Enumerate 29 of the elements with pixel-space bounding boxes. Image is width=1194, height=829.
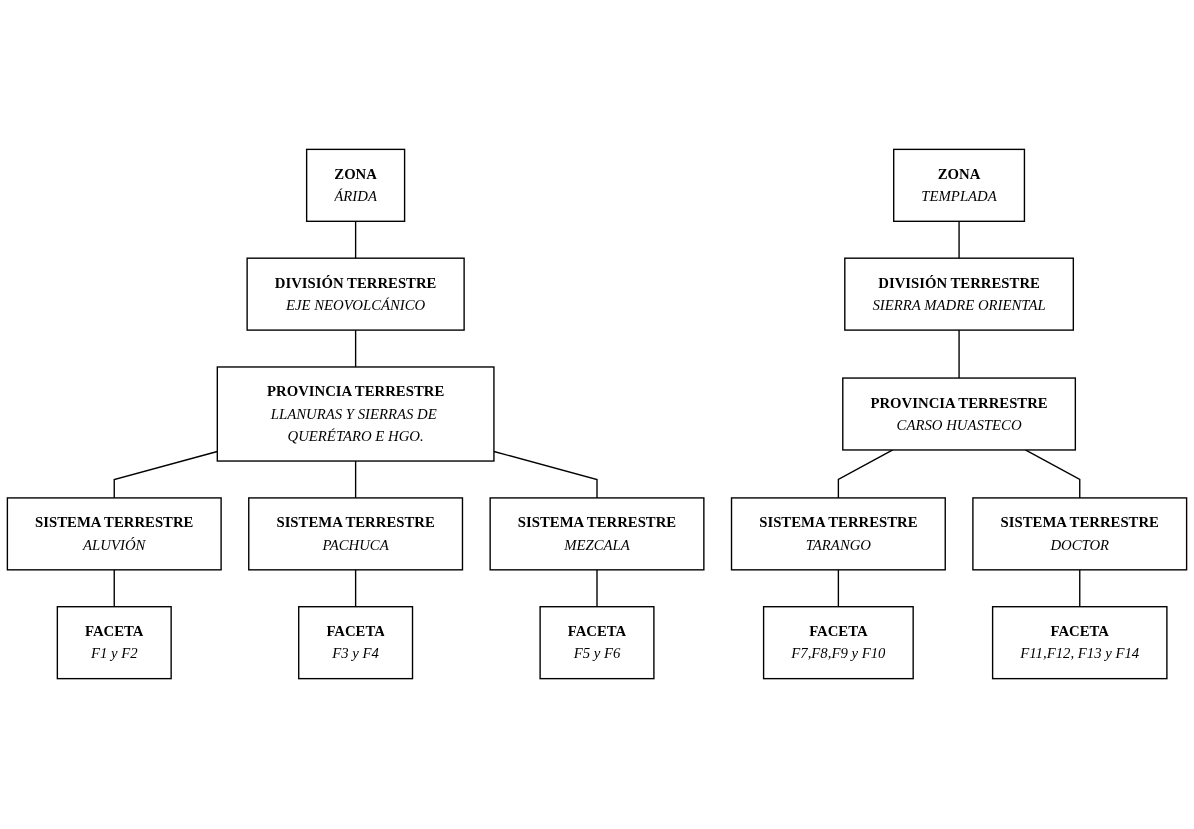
connector — [354, 329, 357, 369]
connector — [837, 449, 894, 500]
node-box: FACETA F1 y F2 — [56, 606, 172, 680]
node-box: FACETA F3 y F4 — [298, 606, 414, 680]
node-box: FACETA F7,F8,F9 y F10 — [762, 606, 914, 680]
node-box: SISTEMA TERRESTRE PACHUCA — [248, 497, 464, 571]
connector — [958, 221, 960, 260]
node-box: SISTEMA TERRESTRE ALUVIÓN — [6, 497, 222, 571]
node-box: FACETA F5 y F6 — [539, 606, 655, 680]
connector — [113, 451, 218, 500]
node-box: SISTEMA TERRESTRE TARANGO — [730, 497, 946, 571]
node-box: SISTEMA TERRESTRE MEZCALA — [489, 497, 705, 571]
node-box: ZONA TEMPLADA — [893, 149, 1026, 223]
node-box: ZONA ÁRIDA — [305, 149, 406, 223]
node-box: PROVINCIA TERRESTRE CARSO HUASTECO — [842, 377, 1077, 452]
connector — [958, 329, 960, 380]
connector — [354, 569, 357, 608]
connector — [354, 460, 357, 500]
node-box: PROVINCIA TERRESTRE LLANURAS Y SIERRAS DE QUERÉTARO E HGO. — [216, 366, 495, 463]
connector — [596, 569, 598, 608]
node-box: DIVISIÓN TERRESTRE SIERRA MADRE ORIENTAL — [844, 257, 1074, 332]
node-box: SISTEMA TERRESTRE DOCTOR — [972, 497, 1188, 571]
connector — [837, 569, 840, 608]
node-box: FACETA F11,F12, F13 y F14 — [991, 606, 1168, 680]
connector — [493, 451, 598, 500]
connector — [354, 221, 357, 260]
connector — [113, 569, 115, 608]
connector — [1079, 569, 1081, 608]
node-box: DIVISIÓN TERRESTRE EJE NEOVOLCÁNICO — [246, 257, 465, 332]
